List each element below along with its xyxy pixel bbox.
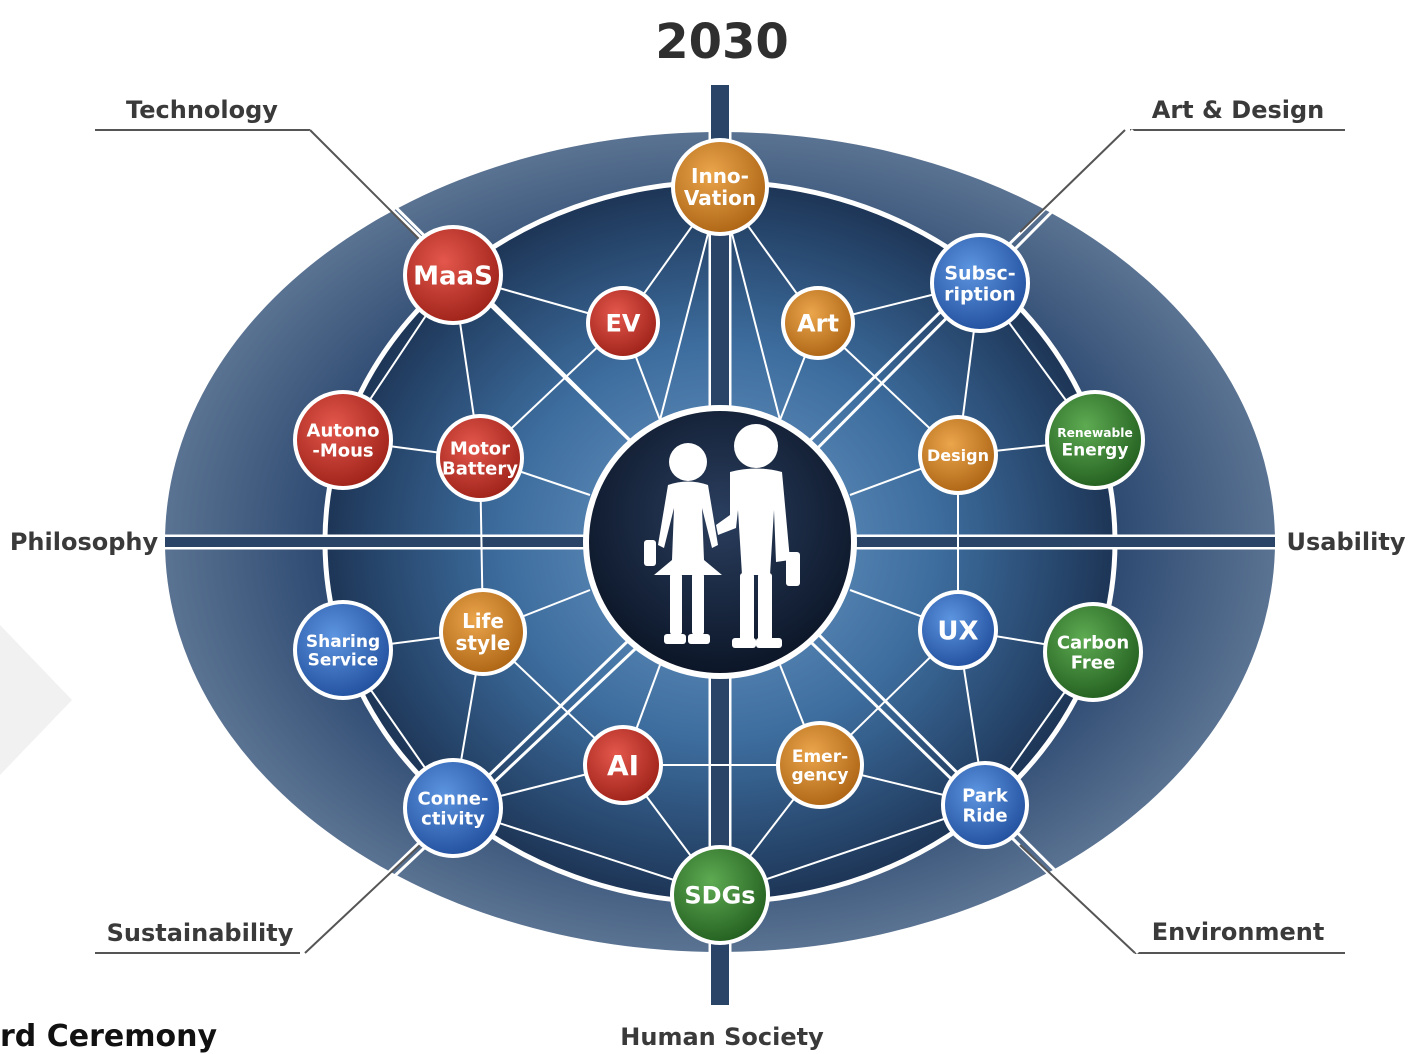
center-hub (583, 405, 857, 679)
node-art: Art (781, 286, 855, 360)
node-circle (675, 142, 765, 232)
label-art-design: Art & Design (1152, 96, 1325, 124)
node-label: Vation (684, 186, 756, 210)
node-sdgs: SDGs (670, 845, 770, 945)
node-label: Motor (450, 439, 510, 460)
label-sustainability: Sustainability (107, 919, 294, 947)
node-subscription: Subsc-ription (930, 233, 1030, 333)
node-label: Free (1071, 652, 1115, 673)
node-circle (587, 729, 659, 801)
node-circle (674, 849, 766, 941)
node-label: Autono (307, 421, 380, 442)
award-ceremony-caption: rd Ceremony (0, 1019, 218, 1054)
node-circle (1047, 606, 1139, 698)
couple-people-icon (644, 424, 800, 648)
node-circle (922, 594, 994, 666)
node-label: EV (606, 310, 641, 338)
node-label: Subsc- (944, 262, 1015, 284)
node-label: ription (944, 283, 1016, 305)
node-circle (297, 394, 389, 486)
node-design: Design (918, 415, 998, 495)
node-circle (590, 290, 656, 356)
node-circle (1049, 394, 1141, 486)
node-label: Battery (442, 458, 518, 479)
node-label: Service (308, 650, 379, 670)
node-label: MaaS (413, 261, 493, 291)
node-label: Inno- (691, 164, 749, 188)
node-label: -Mous (312, 440, 373, 461)
node-circle (407, 229, 499, 321)
node-label: Sharing (306, 632, 380, 652)
title-2030: 2030 (655, 14, 789, 70)
node-label: Carbon (1057, 633, 1129, 654)
node-label: style (456, 631, 511, 655)
label-technology: Technology (126, 96, 278, 124)
node-label: Ride (962, 805, 1007, 826)
node-label: Energy (1062, 440, 1129, 460)
node-label: Conne- (418, 789, 489, 810)
node-autonomous: Autono-Mous (293, 390, 393, 490)
node-circle (922, 419, 994, 491)
node-innovation: Inno-Vation (671, 138, 769, 236)
node-circle (785, 290, 851, 356)
node-label: SDGs (684, 882, 755, 910)
node-ux: UX (918, 590, 998, 670)
node-connectivity: Conne-ctivity (403, 758, 503, 858)
node-label: Park (962, 786, 1009, 807)
node-label: Life (462, 609, 504, 633)
label-human-society: Human Society (620, 1023, 824, 1051)
leader-lines-outer (304, 129, 1136, 954)
node-ev: EV (586, 286, 660, 360)
node-label: AI (607, 749, 639, 782)
node-label: Renewable (1057, 426, 1133, 440)
node-maas: MaaS (403, 225, 503, 325)
node-circle (297, 604, 389, 696)
label-usability: Usability (1287, 528, 1406, 556)
node-circle (407, 762, 499, 854)
node-label: Emer- (792, 747, 848, 767)
label-philosophy: Philosophy (10, 528, 159, 556)
node-label: Design (927, 446, 989, 465)
node-circle (780, 725, 860, 805)
node-circle (443, 592, 523, 672)
node-circle (440, 418, 520, 498)
node-ai: AI (583, 725, 663, 805)
node-label: gency (792, 765, 849, 785)
node-label: Art (797, 310, 839, 338)
node-circle (945, 765, 1025, 845)
node-circle (934, 237, 1026, 329)
node-label: ctivity (421, 808, 485, 829)
label-environment: Environment (1152, 918, 1325, 946)
node-emergency: Emer-gency (776, 721, 864, 809)
node-label: UX (937, 616, 978, 646)
